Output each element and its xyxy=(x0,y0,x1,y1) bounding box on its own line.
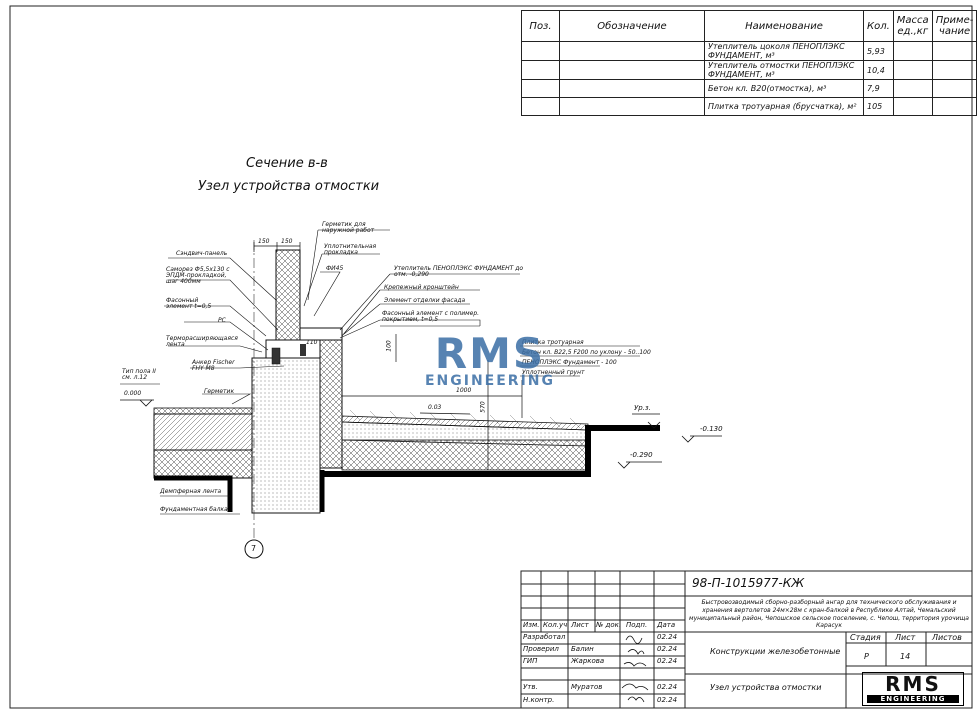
stamp-date-nkontr: 02.24 xyxy=(657,696,678,704)
label-pc: PC xyxy=(218,317,226,324)
label-anchor: Анкер Fischer FHY M8 xyxy=(192,359,235,372)
stamp-logo-sub: ENGINEERING xyxy=(867,695,959,703)
dim-m0130: -0.130 xyxy=(700,425,723,433)
label-fund-balka: Фундаментная балка xyxy=(160,506,228,513)
stamp-role-proveril: Проверил xyxy=(523,645,559,653)
label-krep: Крепежный кронштейн xyxy=(384,284,459,291)
watermark-sub: ENGINEERING xyxy=(424,373,556,389)
label-fi45: ФИ45 xyxy=(326,265,344,272)
stamp-col-data: Дата xyxy=(657,621,676,629)
label-layer2: Бетон кл. В22,5 F200 по уклону - 50..100 xyxy=(522,349,651,356)
spec-row: Утеплитель отмостки ПЕНОПЛЭКС ФУНДАМЕНТ,… xyxy=(521,60,978,80)
stamp-logo: RMS ENGINEERING xyxy=(862,672,964,706)
stamp-logo-main: RMS xyxy=(885,672,941,696)
stamp-date-razrab: 02.24 xyxy=(657,633,678,641)
spec-header-designation: Обозначение xyxy=(559,10,705,42)
axis-marker xyxy=(244,539,264,559)
stamp-name-gip: Жаркова xyxy=(571,657,605,665)
ground-level-label: Ур.з. xyxy=(634,404,651,412)
label-termo: Терморасширяющаяся лента xyxy=(166,335,238,348)
signature-proveril xyxy=(627,649,645,655)
dim-m0290: -0.290 xyxy=(630,451,653,459)
spec-header-mass: Масса ед.,кг xyxy=(892,10,933,42)
axis-label: 7 xyxy=(251,544,257,553)
stamp-date-proveril: 02.24 xyxy=(657,645,678,653)
stamp-stage: Р xyxy=(864,652,869,661)
foundation-column xyxy=(251,357,321,514)
stamp-role-nkontr: Н.контр. xyxy=(523,696,555,704)
stamp-description: Быстровозводимый сборно-разборный ангар … xyxy=(689,599,969,630)
label-utepl: Утеплитель ПЕНОПЛЭКС ФУНДАМЕНТ до отм. -… xyxy=(394,265,524,278)
blind-area-insulation xyxy=(341,439,589,471)
dim-1000: 1000 xyxy=(456,387,472,394)
label-dempfer: Демпферная лента xyxy=(160,488,222,495)
stamp-col-izm: Изм. xyxy=(523,621,540,629)
level-mark-ground xyxy=(632,413,661,429)
section-title: Сечение в-в xyxy=(246,156,328,171)
stamp-name-utv: Муратов xyxy=(571,683,603,691)
level-mark-m0290 xyxy=(617,461,662,469)
plinth-cap xyxy=(299,327,343,341)
level-mark-0000 xyxy=(120,399,154,407)
stamp-stage-label: Стадия xyxy=(850,633,881,642)
label-samorez: Саморез Ф5,5x130 с ЭПДМ-прокладкой, шаг … xyxy=(166,266,230,285)
stamp-date-gip: 02.24 xyxy=(657,657,678,665)
stamp-sheet-label: Лист xyxy=(895,633,916,642)
stamp-col-podp: Подп. xyxy=(626,621,648,629)
stamp-col-koluch: Кол.уч xyxy=(543,621,568,629)
watermark-logo: RMS ENGINEERING xyxy=(410,329,570,390)
stamp-date-utv: 02.24 xyxy=(657,683,678,691)
label-layer4: Уплотненный грунт xyxy=(522,369,585,376)
label-tip-pola: Тип пола II см. л.12 xyxy=(122,368,156,381)
label-sandwich: Сэндвич-панель xyxy=(176,250,228,257)
stamp-role-utv: Утв. xyxy=(523,683,538,691)
label-elem-otdel: Элемент отделки фасада xyxy=(384,297,466,304)
spec-row-name: Плитка тротуарная (брусчатка), м² xyxy=(704,97,864,116)
stamp-role-razrab: Разработал xyxy=(523,633,566,641)
stamp-role-gip: ГИП xyxy=(523,657,538,665)
stamp-sheet-name: Узел устройства отмостки xyxy=(710,683,822,692)
label-germetik-left: Герметик xyxy=(204,388,235,395)
signature-nkontr xyxy=(627,696,645,703)
stamp-name-proveril: Балин xyxy=(571,645,594,653)
signature-utv xyxy=(621,683,649,691)
label-germetik-top: Герметик для наружной работ xyxy=(322,221,375,234)
stamp-section-name: Конструкции железобетонные xyxy=(710,647,841,656)
label-fason-right: Фасонный элемент с полимер. покрытием, t… xyxy=(382,310,480,323)
stamp-doc-code: 98-П-1015977-КЖ xyxy=(692,576,805,590)
dim-150a: 150 xyxy=(258,238,270,245)
label-layer3: ПЕНОПЛЭКС Фундамент - 100 xyxy=(522,359,617,366)
dim-150b: 150 xyxy=(281,238,293,245)
label-uplotn: Уплотнительная прокладка xyxy=(324,243,377,256)
label-fason-left: Фасонный элемент t=0,5 xyxy=(166,297,212,310)
stamp-sheets-label: Листов xyxy=(932,633,962,642)
floor-base xyxy=(153,449,253,479)
spec-header-name: Наименование xyxy=(704,10,864,42)
spec-table: Поз. Обозначение Наименование Кол. Масса… xyxy=(521,10,978,116)
level-mark-m0130 xyxy=(681,435,722,443)
stamp-col-ndok: № док. xyxy=(596,621,622,629)
signature-razrab xyxy=(625,635,643,644)
stamp-sheet: 14 xyxy=(900,652,911,661)
dim-0000: 0.000 xyxy=(124,390,142,397)
watermark-main: RMS xyxy=(434,329,546,378)
label-layer1: Плитка тротуарная xyxy=(522,339,584,346)
slope-label: 0.03 xyxy=(428,404,442,411)
ground-line xyxy=(320,425,660,477)
stamp-col-list: Лист xyxy=(571,621,589,629)
floor-slab xyxy=(153,413,253,451)
sandwich-panel xyxy=(275,249,301,341)
spec-header-note: Приме- чание xyxy=(931,10,978,42)
signature-gip xyxy=(623,662,647,667)
section-subtitle: Узел устройства отмостки xyxy=(198,179,380,194)
dim-110: 110 xyxy=(306,339,318,346)
